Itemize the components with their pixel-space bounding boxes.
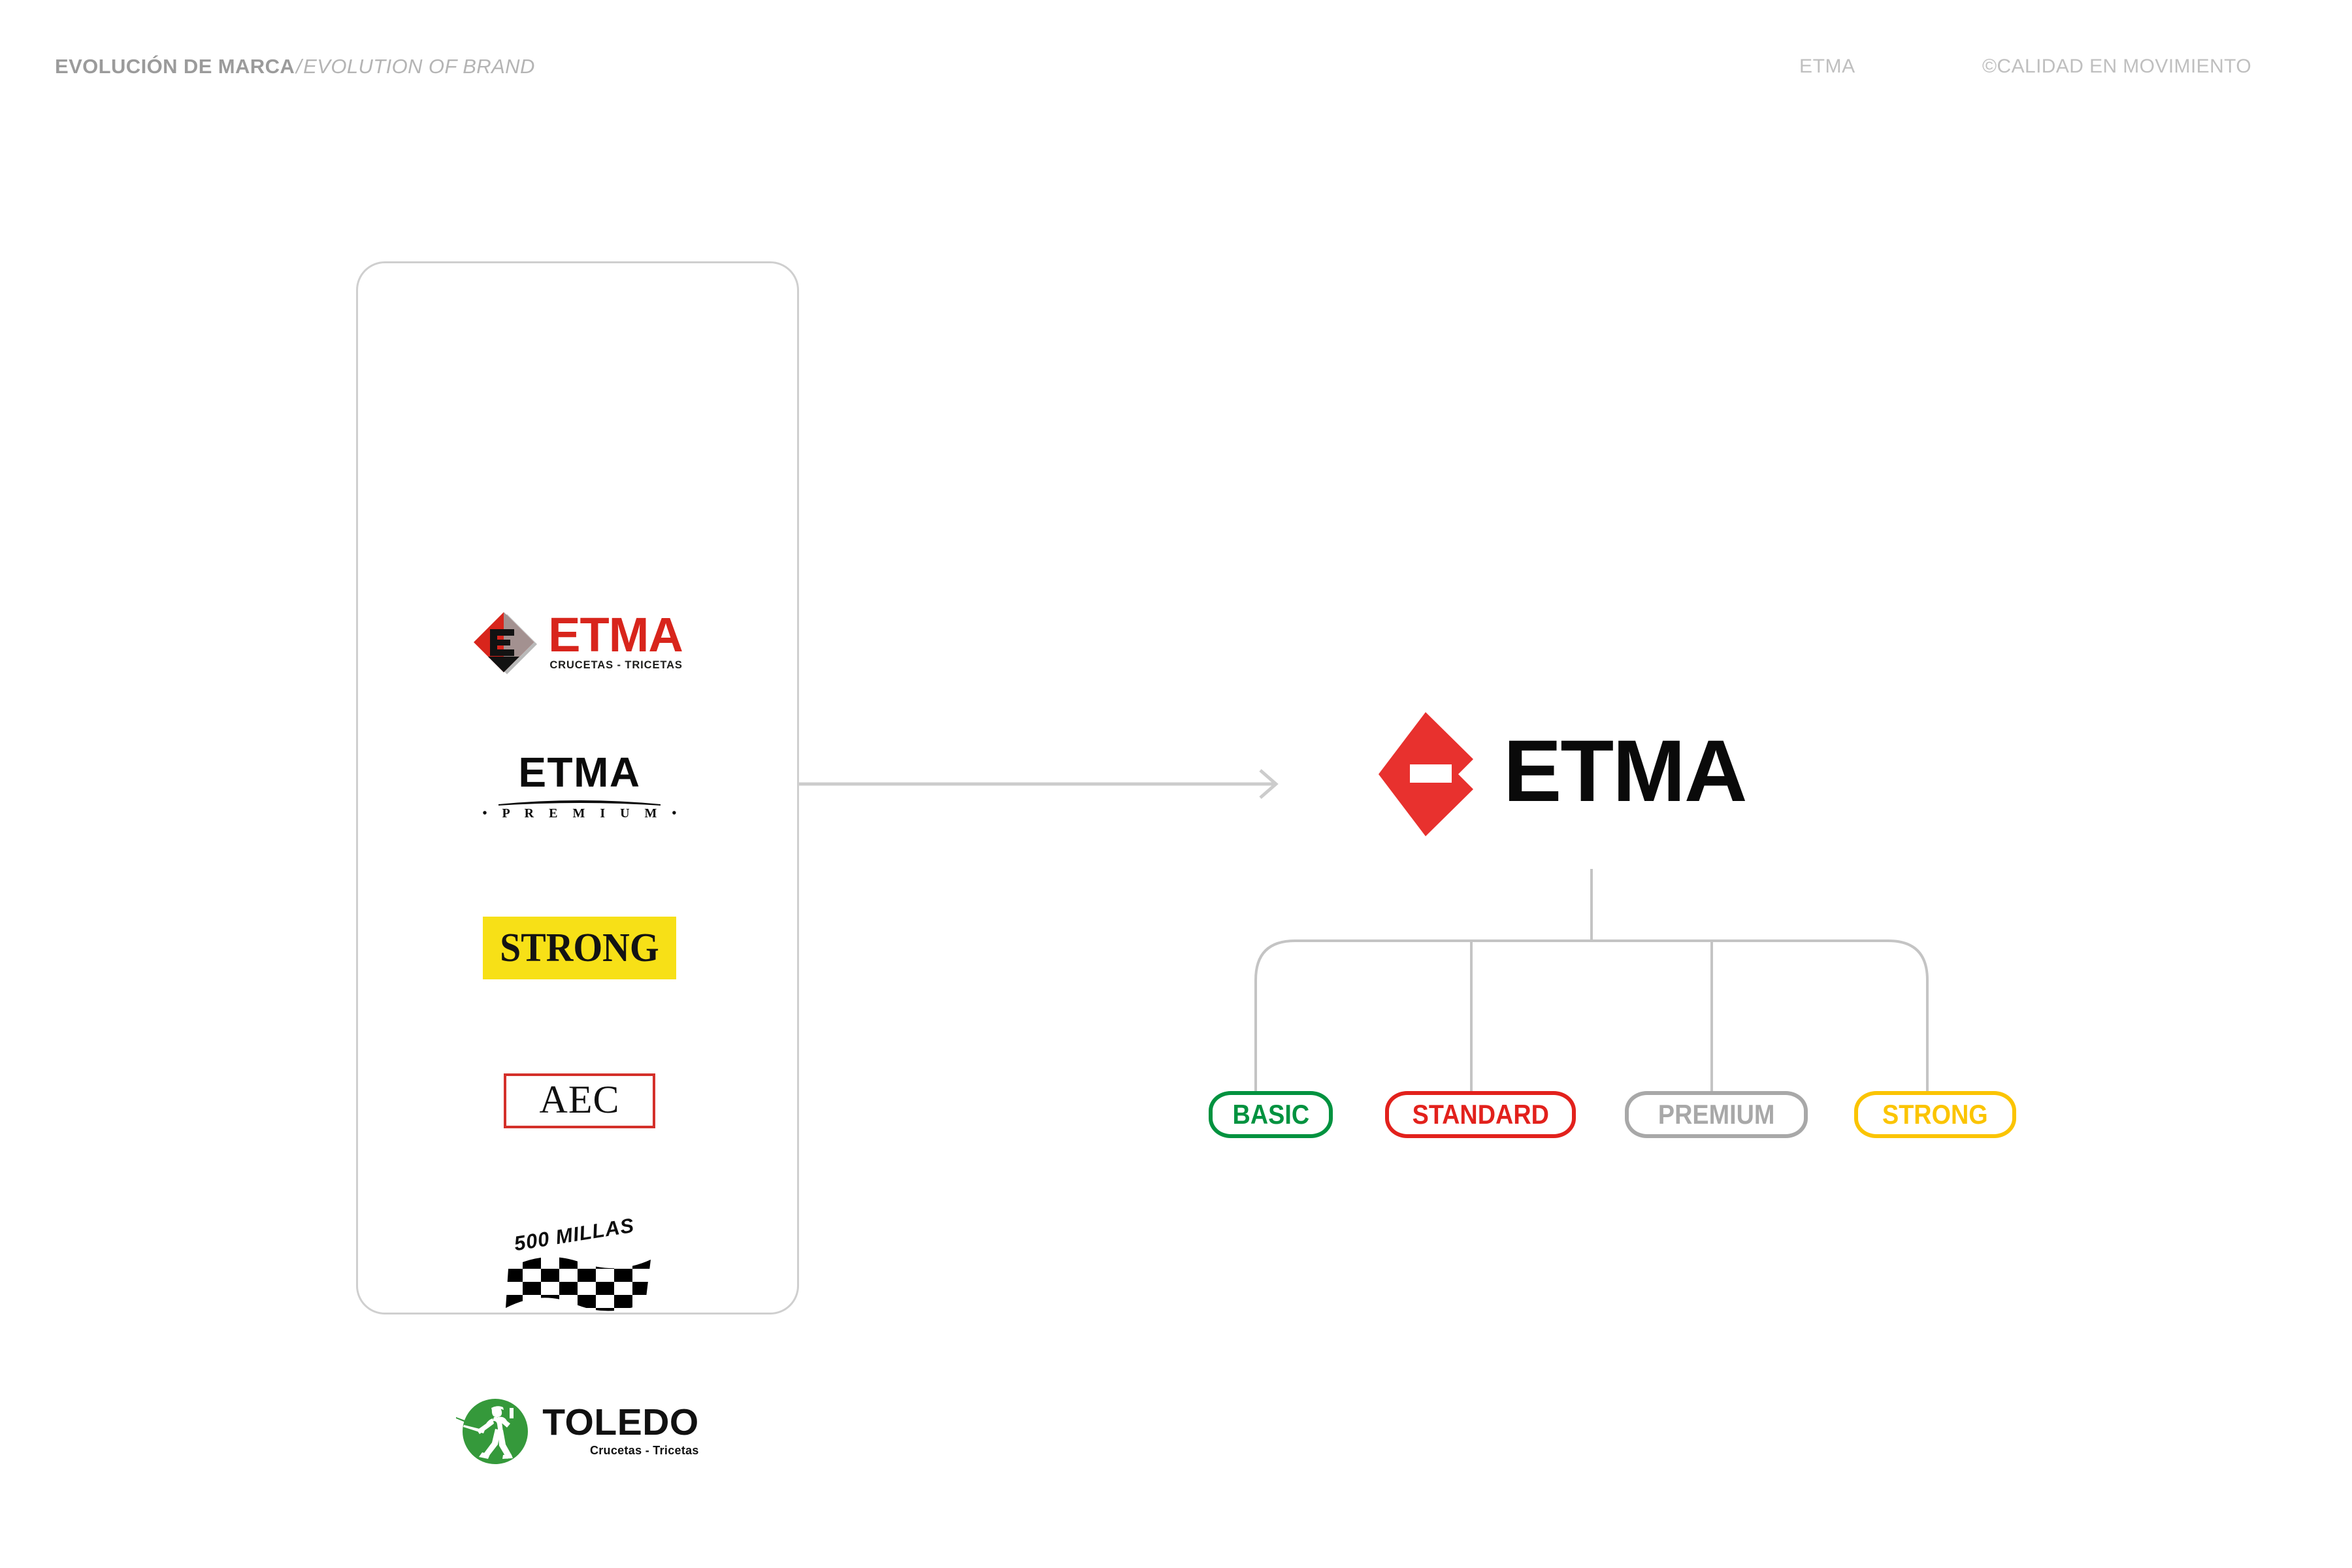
legacy-logo-500-millas: 500 MILLAS [358,1214,801,1320]
tier-badge-strong[interactable]: STRONG [1854,1091,2016,1138]
header-tagline: ©CALIDAD EN MOVIMIENTO [1982,56,2252,77]
page-title-es: EVOLUCIÓN DE MARCA [55,55,295,78]
tier-tree-connector [1228,869,2025,1091]
yellow-plate-icon: STRONG [483,916,676,979]
legacy-aec-wordmark: AEC [539,1078,620,1121]
legacy-etma-subtitle: CRUCETAS - TRICETAS [549,659,683,672]
legacy-premium-wordmark: ETMA [518,748,641,796]
swoosh-rule-icon [498,797,661,806]
red-diamond-e-icon [468,607,539,678]
legacy-etma-wordmark: ETMA [548,607,683,662]
tier-badge-basic[interactable]: BASIC [1209,1091,1333,1138]
evolution-arrow [799,768,1289,800]
legacy-toledo-subtitle: Crucetas - Tricetas [589,1444,699,1457]
header-title-group: EVOLUCIÓN DE MARCA/EVOLUTION OF BRAND [55,54,535,80]
legacy-premium-subtitle: • P R E M I U M • [482,806,683,821]
red-outline-box-icon: AEC [504,1073,655,1128]
title-separator: / [296,55,302,78]
checkered-flag-icon [504,1243,655,1319]
tier-label-basic: BASIC [1232,1099,1309,1130]
legacy-logos-card: ETMA CRUCETAS - TRICETAS ETMA • P R E M … [356,261,801,1464]
tier-label-standard: STANDARD [1412,1099,1549,1130]
tier-badges-row: BASIC STANDARD PREMIUM STRONG [1189,1091,2051,1150]
etma-new-logo: ETMA [1379,712,1748,836]
legacy-logo-etma-crucetas: ETMA CRUCETAS - TRICETAS [358,593,801,691]
tier-label-premium: PREMIUM [1658,1099,1775,1130]
header-brand: ETMA [1799,56,1855,77]
tier-label-strong: STRONG [1882,1099,1988,1130]
page-header: EVOLUCIÓN DE MARCA/EVOLUTION OF BRAND ET… [0,54,2352,93]
legacy-logo-strong: STRONG [358,907,801,988]
legacy-logo-aec: AEC [358,1062,801,1140]
legacy-toledo-wordmark: TOLEDO [542,1401,699,1443]
red-diamond-e-icon [1379,712,1473,836]
tier-badge-premium[interactable]: PREMIUM [1625,1091,1808,1138]
page-title-en: EVOLUTION OF BRAND [303,55,535,78]
etma-new-wordmark: ETMA [1503,723,1748,820]
tier-badge-standard[interactable]: STANDARD [1385,1091,1576,1138]
green-circle-fencer-icon [455,1392,532,1469]
legacy-strong-wordmark: STRONG [500,925,659,970]
legacy-logo-etma-premium: ETMA • P R E M I U M • [358,743,801,828]
legacy-logo-toledo: TOLEDO Crucetas - Tricetas [358,1382,801,1480]
